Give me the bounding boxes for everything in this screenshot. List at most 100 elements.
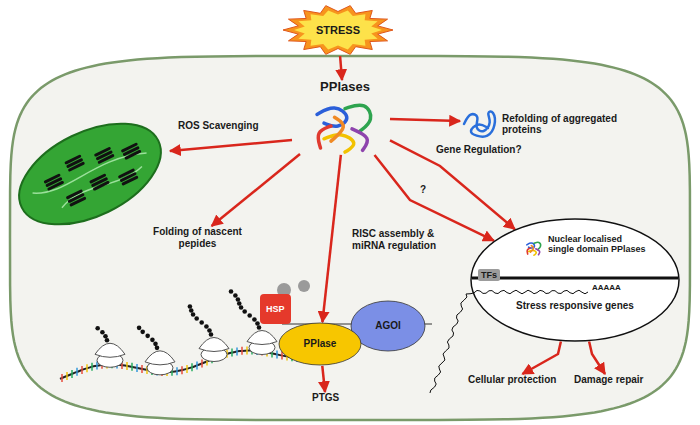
codon-tick	[241, 347, 243, 355]
peptide-bead	[242, 309, 247, 314]
thylakoid	[68, 161, 85, 172]
ribosome-large-subunit	[199, 338, 229, 352]
star-outer	[283, 6, 393, 55]
peptide-bead	[252, 317, 257, 322]
red-arrow	[340, 56, 342, 80]
peptide-bead	[229, 289, 234, 294]
protein-ribbon	[536, 249, 540, 255]
dna	[472, 277, 678, 280]
ribosome-large-subunit	[247, 331, 277, 345]
text-node: Refolding of aggregated proteins	[460, 106, 642, 142]
thylakoid	[97, 154, 114, 165]
thylakoid	[47, 180, 64, 191]
label-box: TFs	[478, 269, 500, 281]
node-text: Refolding of aggregated proteins	[502, 113, 642, 136]
peptide-bead	[199, 320, 204, 325]
codon-tick	[196, 361, 198, 369]
star-inner	[294, 11, 382, 50]
edge-label: RISC assembly & miRNA regulation	[350, 228, 446, 251]
codon-tick	[181, 366, 183, 374]
codon-tick	[66, 372, 68, 380]
text-node: PTGS	[312, 392, 339, 404]
peptide-bead	[140, 330, 145, 335]
text-node: Damage repair	[574, 374, 643, 386]
protein-ribbon	[324, 135, 354, 152]
peptide-bead	[236, 297, 241, 302]
peptide-bead	[237, 301, 242, 306]
protein-tangle	[464, 112, 495, 137]
protein-ribbon	[318, 126, 331, 148]
peptide-bead	[207, 328, 212, 333]
peptide-bead	[189, 308, 194, 313]
codon-tick	[201, 359, 203, 367]
ribosome-large-subunit	[95, 343, 125, 357]
node-text: Cellular protection	[468, 374, 556, 386]
protein-ribbon	[530, 246, 533, 253]
protein-ribbon	[345, 105, 371, 132]
peptide-bead	[233, 293, 238, 298]
ellipse-node: Nuclear localised single domain PPlasesS…	[470, 218, 680, 342]
peptide-bead	[105, 338, 110, 343]
peptide-bead	[100, 330, 105, 335]
codon-tick	[236, 347, 238, 355]
label-anchor: AAAAA	[592, 283, 621, 292]
ros-arrow	[170, 140, 292, 151]
codon-tick	[136, 364, 138, 372]
node-text: STRESS	[316, 24, 360, 37]
red-arrow	[322, 366, 325, 392]
codon-tick	[81, 366, 83, 374]
pplase-structure	[310, 97, 380, 155]
peptide-bead	[150, 338, 155, 343]
peptide-bead	[145, 334, 150, 339]
cofactor-dot	[298, 280, 310, 292]
aggregated-protein-icon	[460, 106, 498, 142]
text-node: Folding of nascent pepides	[150, 226, 245, 249]
peptide-bead	[194, 316, 199, 321]
red-arrow	[522, 341, 560, 374]
text-node: Cellular protection	[468, 374, 556, 386]
codon-tick	[126, 362, 128, 370]
stroma-lamellae	[33, 141, 153, 218]
node-text: Damage repair	[574, 374, 643, 386]
protein-ribbon	[534, 242, 541, 249]
label-anchor: ROS Scavenging	[178, 120, 259, 132]
nucleus-ground	[470, 218, 680, 342]
peptide-bead	[255, 321, 260, 326]
peptide-bead	[204, 324, 209, 329]
ellipse-shape	[471, 219, 679, 341]
edge-label: Gene Regulation?	[434, 144, 524, 156]
ellipse-shape	[351, 301, 425, 351]
red-arrow	[390, 119, 460, 121]
ellipse-shape	[279, 323, 361, 365]
node-text: PTGS	[312, 392, 339, 404]
node-text: PPlase	[304, 338, 337, 350]
cell-membrane	[10, 56, 690, 420]
thylakoid	[69, 196, 86, 207]
peptide-bead	[209, 332, 214, 337]
codon-tick	[186, 365, 188, 373]
red-arrow	[322, 155, 340, 322]
text-node: PPlases	[300, 80, 390, 155]
node-text: TFs	[481, 270, 497, 280]
codon-tick	[176, 367, 178, 375]
peptide-bead	[137, 326, 142, 331]
label-box: HSP	[260, 294, 291, 324]
peptide-bead	[257, 325, 262, 330]
node-text: PPlases	[300, 80, 390, 95]
node-text: Folding of nascent pepides	[150, 226, 245, 249]
protein-ribbon	[331, 117, 343, 141]
label-anchor: RISC assembly & miRNA regulation	[350, 228, 446, 251]
label-anchor: ?	[418, 184, 428, 196]
peptide-bead	[239, 305, 244, 310]
codon-tick	[86, 364, 88, 372]
ellipse-node: AGOI	[350, 300, 426, 352]
edge-label: ?	[418, 184, 428, 196]
codon-tick	[131, 363, 133, 371]
node-text: AGOI	[375, 320, 401, 332]
protein-ribbon	[352, 129, 367, 150]
peptide-bead	[155, 346, 160, 351]
nucleus-art	[430, 218, 680, 393]
peptide-bead	[247, 313, 252, 318]
chloroplast	[3, 103, 176, 245]
label-anchor: Gene Regulation?	[434, 144, 524, 156]
